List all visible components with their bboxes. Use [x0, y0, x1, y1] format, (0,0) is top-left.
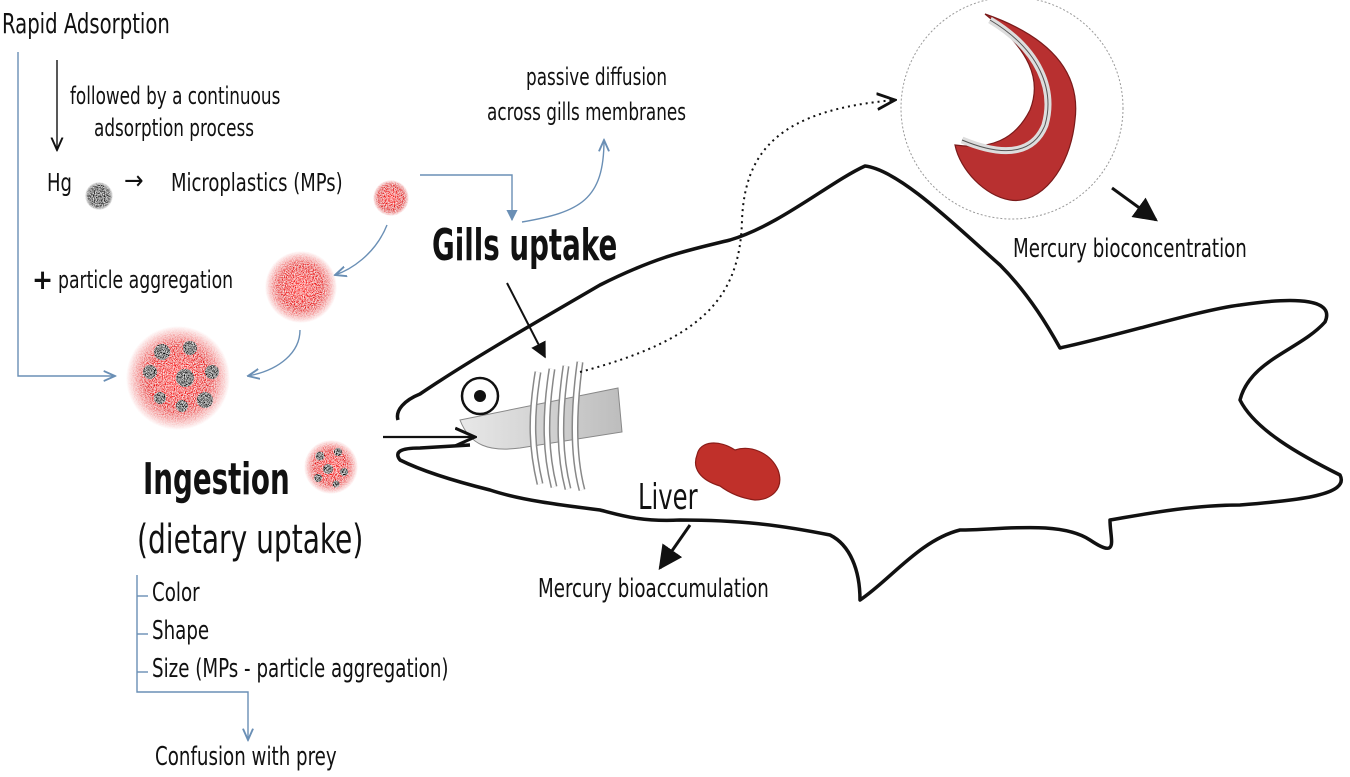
microplastics-label: Microplastics (MPs) — [171, 168, 343, 197]
fish-icon — [395, 164, 1343, 602]
factor-shape: Shape — [152, 616, 210, 646]
bioaccumulation-label: Mercury bioaccumulation — [538, 574, 769, 604]
hg-to-mps-arrow: → — [124, 166, 144, 196]
aggregation-to-cluster-connector — [248, 329, 301, 376]
hg-label: Hg — [47, 168, 72, 197]
bioaccumulation-arrow — [658, 524, 692, 570]
ingestion-aggregate-icon — [304, 440, 358, 494]
mps-to-aggregation-connector — [335, 224, 388, 275]
liver-icon — [695, 442, 781, 501]
mercury-particle-icon — [85, 182, 113, 210]
adsorption-process-label: adsorption process — [94, 114, 254, 142]
mps-to-gills-connector — [420, 174, 518, 222]
liver-label: Liver — [638, 477, 698, 518]
microplastic-particle-icon — [373, 180, 409, 216]
followed-by-label: followed by a continuous — [70, 82, 281, 110]
gills-to-diffusion-connector — [521, 140, 604, 223]
factor-color: Color — [152, 578, 200, 608]
mercury-microplastic-aggregate-icon — [126, 326, 230, 430]
confusion-with-prey-label: Confusion with prey — [155, 742, 337, 772]
gills-pointer-arrow — [506, 282, 546, 359]
gills-uptake-title: Gills uptake — [432, 220, 618, 271]
bioconcentration-label: Mercury bioconcentration — [1013, 234, 1247, 264]
gill-arch-icon — [529, 361, 586, 491]
gill-filament-inset — [900, 0, 1124, 220]
across-gills-label: across gills membranes — [487, 98, 687, 126]
plus-icon: + — [32, 263, 54, 296]
fish-eye-icon — [460, 376, 500, 416]
aggregate-particle-icon — [265, 251, 337, 323]
dietary-uptake-label: (dietary uptake) — [137, 517, 364, 563]
particle-aggregation-label: particle aggregation — [58, 266, 234, 294]
rapid-adsorption-connector — [17, 52, 115, 376]
bioconcentration-arrow — [1111, 186, 1158, 222]
ingestion-title: Ingestion — [143, 454, 290, 505]
factor-size: Size (MPs - particle aggregation) — [152, 654, 449, 684]
rapid-adsorption-label: Rapid Adsorption — [2, 7, 170, 40]
passive-diffusion-label: passive diffusion — [526, 63, 668, 91]
